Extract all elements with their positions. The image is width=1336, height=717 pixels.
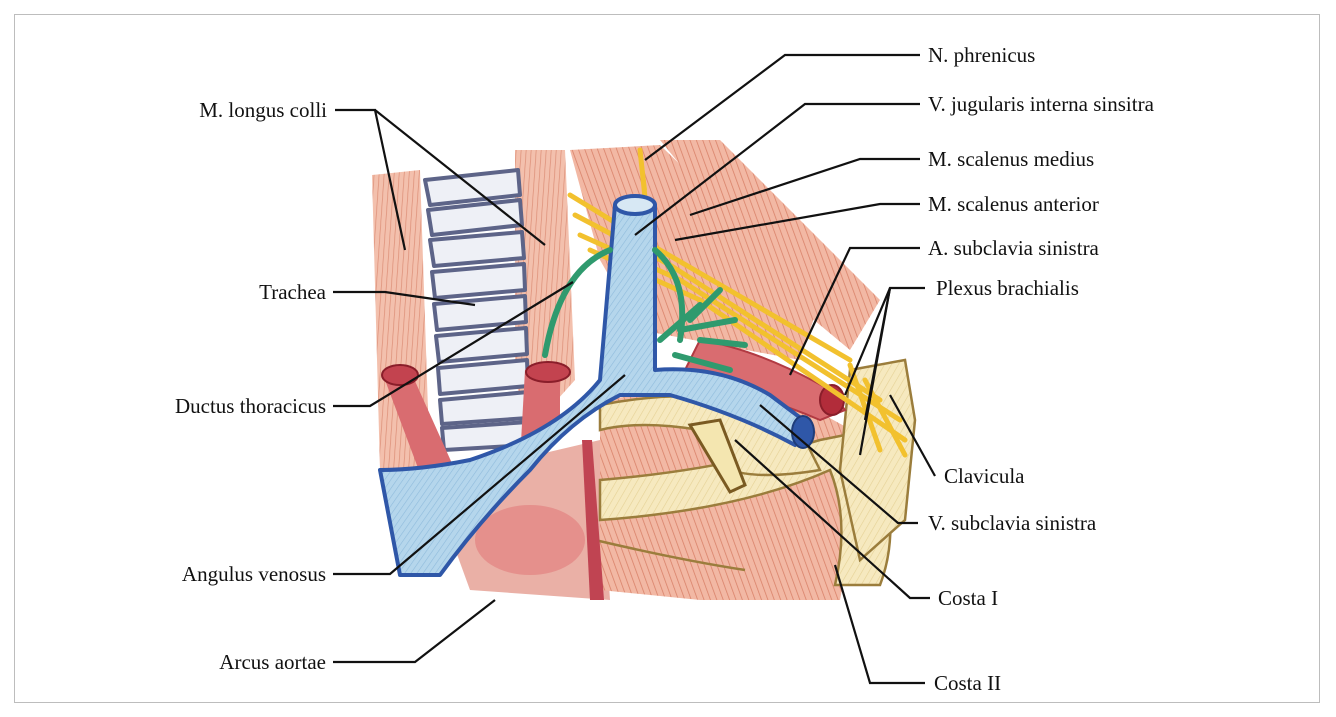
label-v-jugularis-interna: V. jugularis interna sinsitra xyxy=(928,92,1154,116)
label-costa-ii: Costa II xyxy=(934,671,1001,695)
label-a-subclavia: A. subclavia sinistra xyxy=(928,236,1099,260)
label-plexus-brachialis: Plexus brachialis xyxy=(936,276,1079,300)
label-clavicula: Clavicula xyxy=(944,464,1024,488)
label-arcus-aortae: Arcus aortae xyxy=(60,650,326,674)
leader-arcus xyxy=(333,600,495,662)
label-m-scalenus-medius: M. scalenus medius xyxy=(928,147,1094,171)
label-v-subclavia: V. subclavia sinistra xyxy=(928,511,1096,535)
label-m-longus-colli: M. longus colli xyxy=(60,98,327,122)
label-trachea: Trachea xyxy=(60,280,326,304)
label-m-scalenus-anterior: M. scalenus anterior xyxy=(928,192,1099,216)
trachea-shape xyxy=(425,170,528,450)
label-angulus-venosus: Angulus venosus xyxy=(60,562,326,586)
label-n-phrenicus: N. phrenicus xyxy=(928,43,1035,67)
label-ductus-thoracicus: Ductus thoracicus xyxy=(60,394,326,418)
label-costa-i: Costa I xyxy=(938,586,998,610)
